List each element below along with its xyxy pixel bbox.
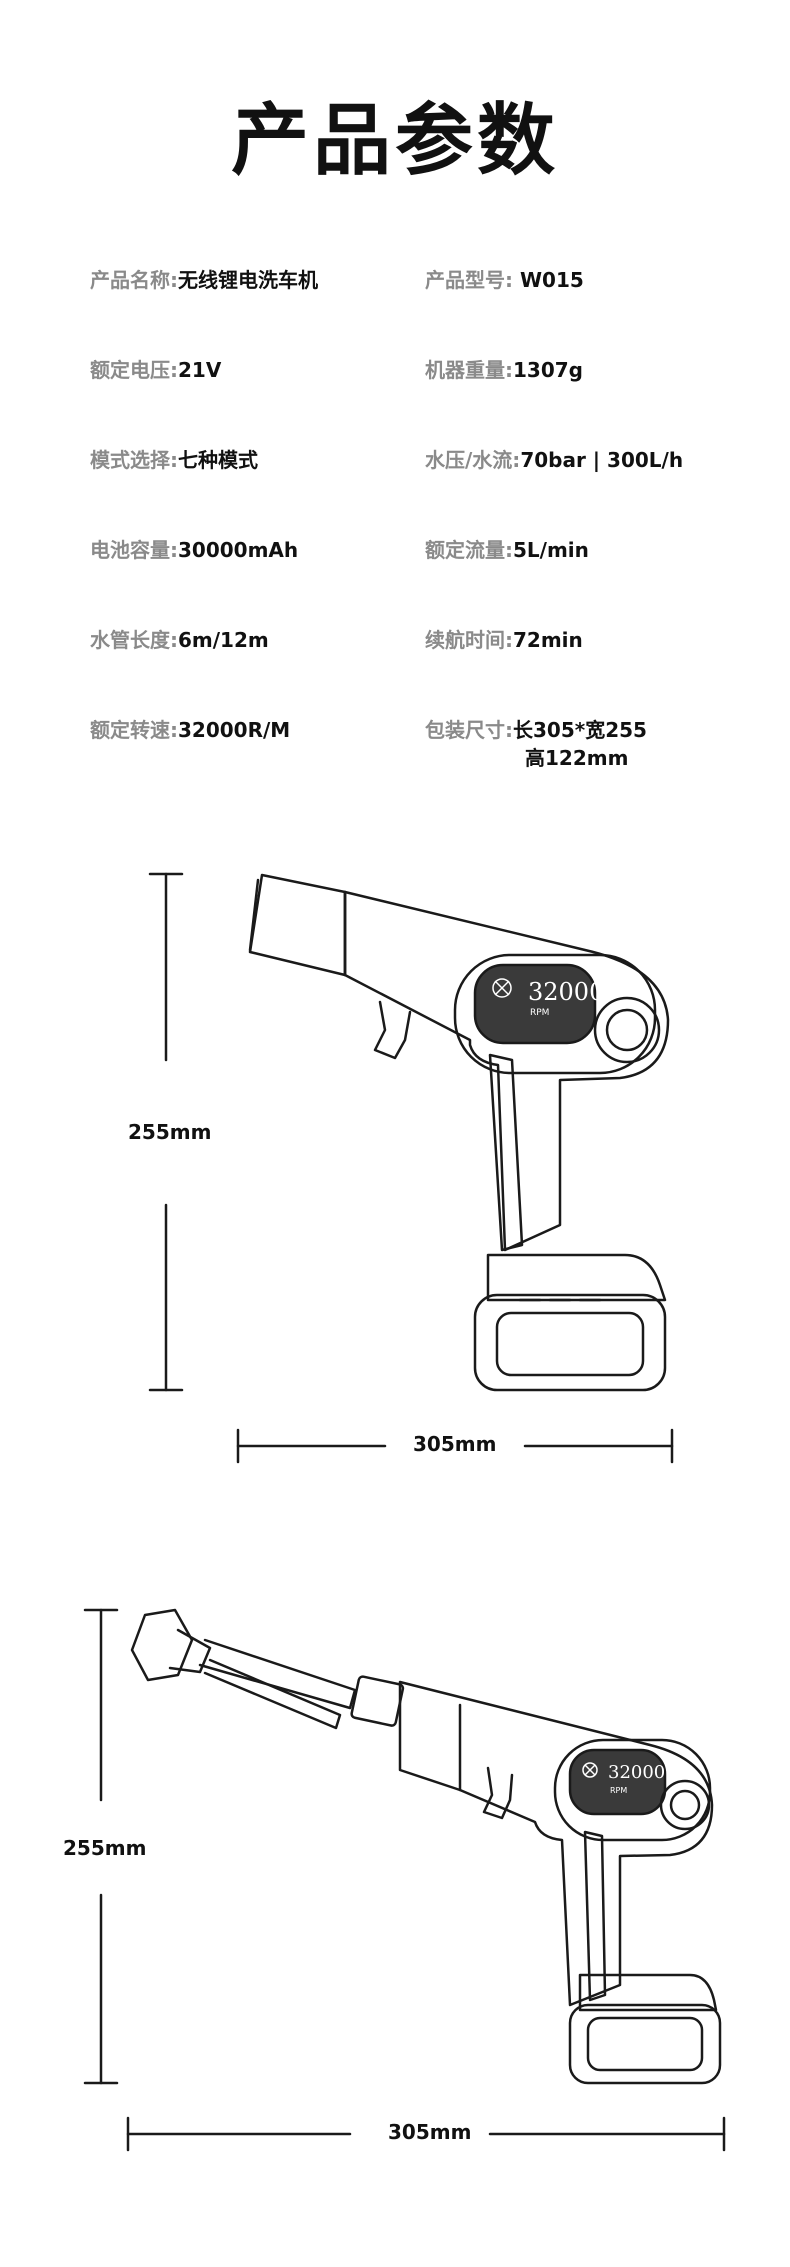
fig2-fan-icon	[582, 1762, 598, 1778]
fig2-battery	[568, 2003, 722, 2085]
fig2-display-value: 32000	[608, 1762, 666, 1783]
spec-hose-length: 水管长度:6m/12m	[90, 628, 269, 652]
fig2-width-label: 305mm	[388, 2120, 472, 2144]
fig1-display-value: 32000	[528, 978, 605, 1006]
fig1-fan-vent	[593, 996, 661, 1064]
fig2-fan-vent	[659, 1779, 711, 1831]
spec-battery: 电池容量:30000mAh	[90, 538, 299, 562]
fig1-display-unit: RPM	[530, 1008, 550, 1018]
spec-rated-voltage: 额定电压:21V	[90, 358, 222, 382]
fig1-width-label: 305mm	[413, 1432, 497, 1456]
fig2-body	[398, 1680, 714, 2007]
fig2-hose-connector	[482, 1766, 514, 1820]
spec-mode: 模式选择:七种模式	[90, 448, 258, 472]
spec-rated-speed: 额定转速:32000R/M	[90, 718, 291, 742]
fig1-display-bezel	[453, 953, 657, 1075]
fig1-battery-top	[486, 1253, 667, 1302]
spec-rated-flow: 额定流量:5L/min	[425, 538, 589, 562]
fig2-display-bezel	[553, 1738, 712, 1842]
spec-package-size: 包装尺寸:长305*宽255	[425, 718, 647, 742]
spec-runtime: 续航时间:72min	[425, 628, 583, 652]
fig2-battery-top	[578, 1973, 718, 2012]
fig1-hose-connector	[373, 1000, 412, 1060]
fig1-height-label: 255mm	[128, 1120, 212, 1144]
spec-package-size-line2: 高122mm	[525, 746, 629, 770]
fig2-coupler	[350, 1675, 405, 1727]
spec-weight: 机器重量:1307g	[425, 358, 583, 382]
fig2-nozzle-head	[130, 1608, 194, 1682]
fig2-trigger	[583, 1830, 607, 2002]
fig1-trigger	[488, 1053, 524, 1252]
spec-model: 产品型号: W015	[425, 268, 584, 292]
fig2-display-unit: RPM	[610, 1786, 628, 1795]
page-title: 产品参数	[230, 96, 559, 186]
fig1-body	[343, 890, 670, 1252]
fig2-height-label: 255mm	[63, 1836, 147, 1860]
fig1-battery	[473, 1293, 667, 1392]
fig1-nozzle	[248, 873, 347, 977]
spec-product-name: 产品名称:无线锂电洗车机	[90, 268, 318, 292]
fig2-wand	[198, 1638, 357, 1710]
spec-pressure-flow: 水压/水流:70bar | 300L/h	[425, 448, 684, 472]
fig1-fan-icon	[492, 978, 512, 998]
